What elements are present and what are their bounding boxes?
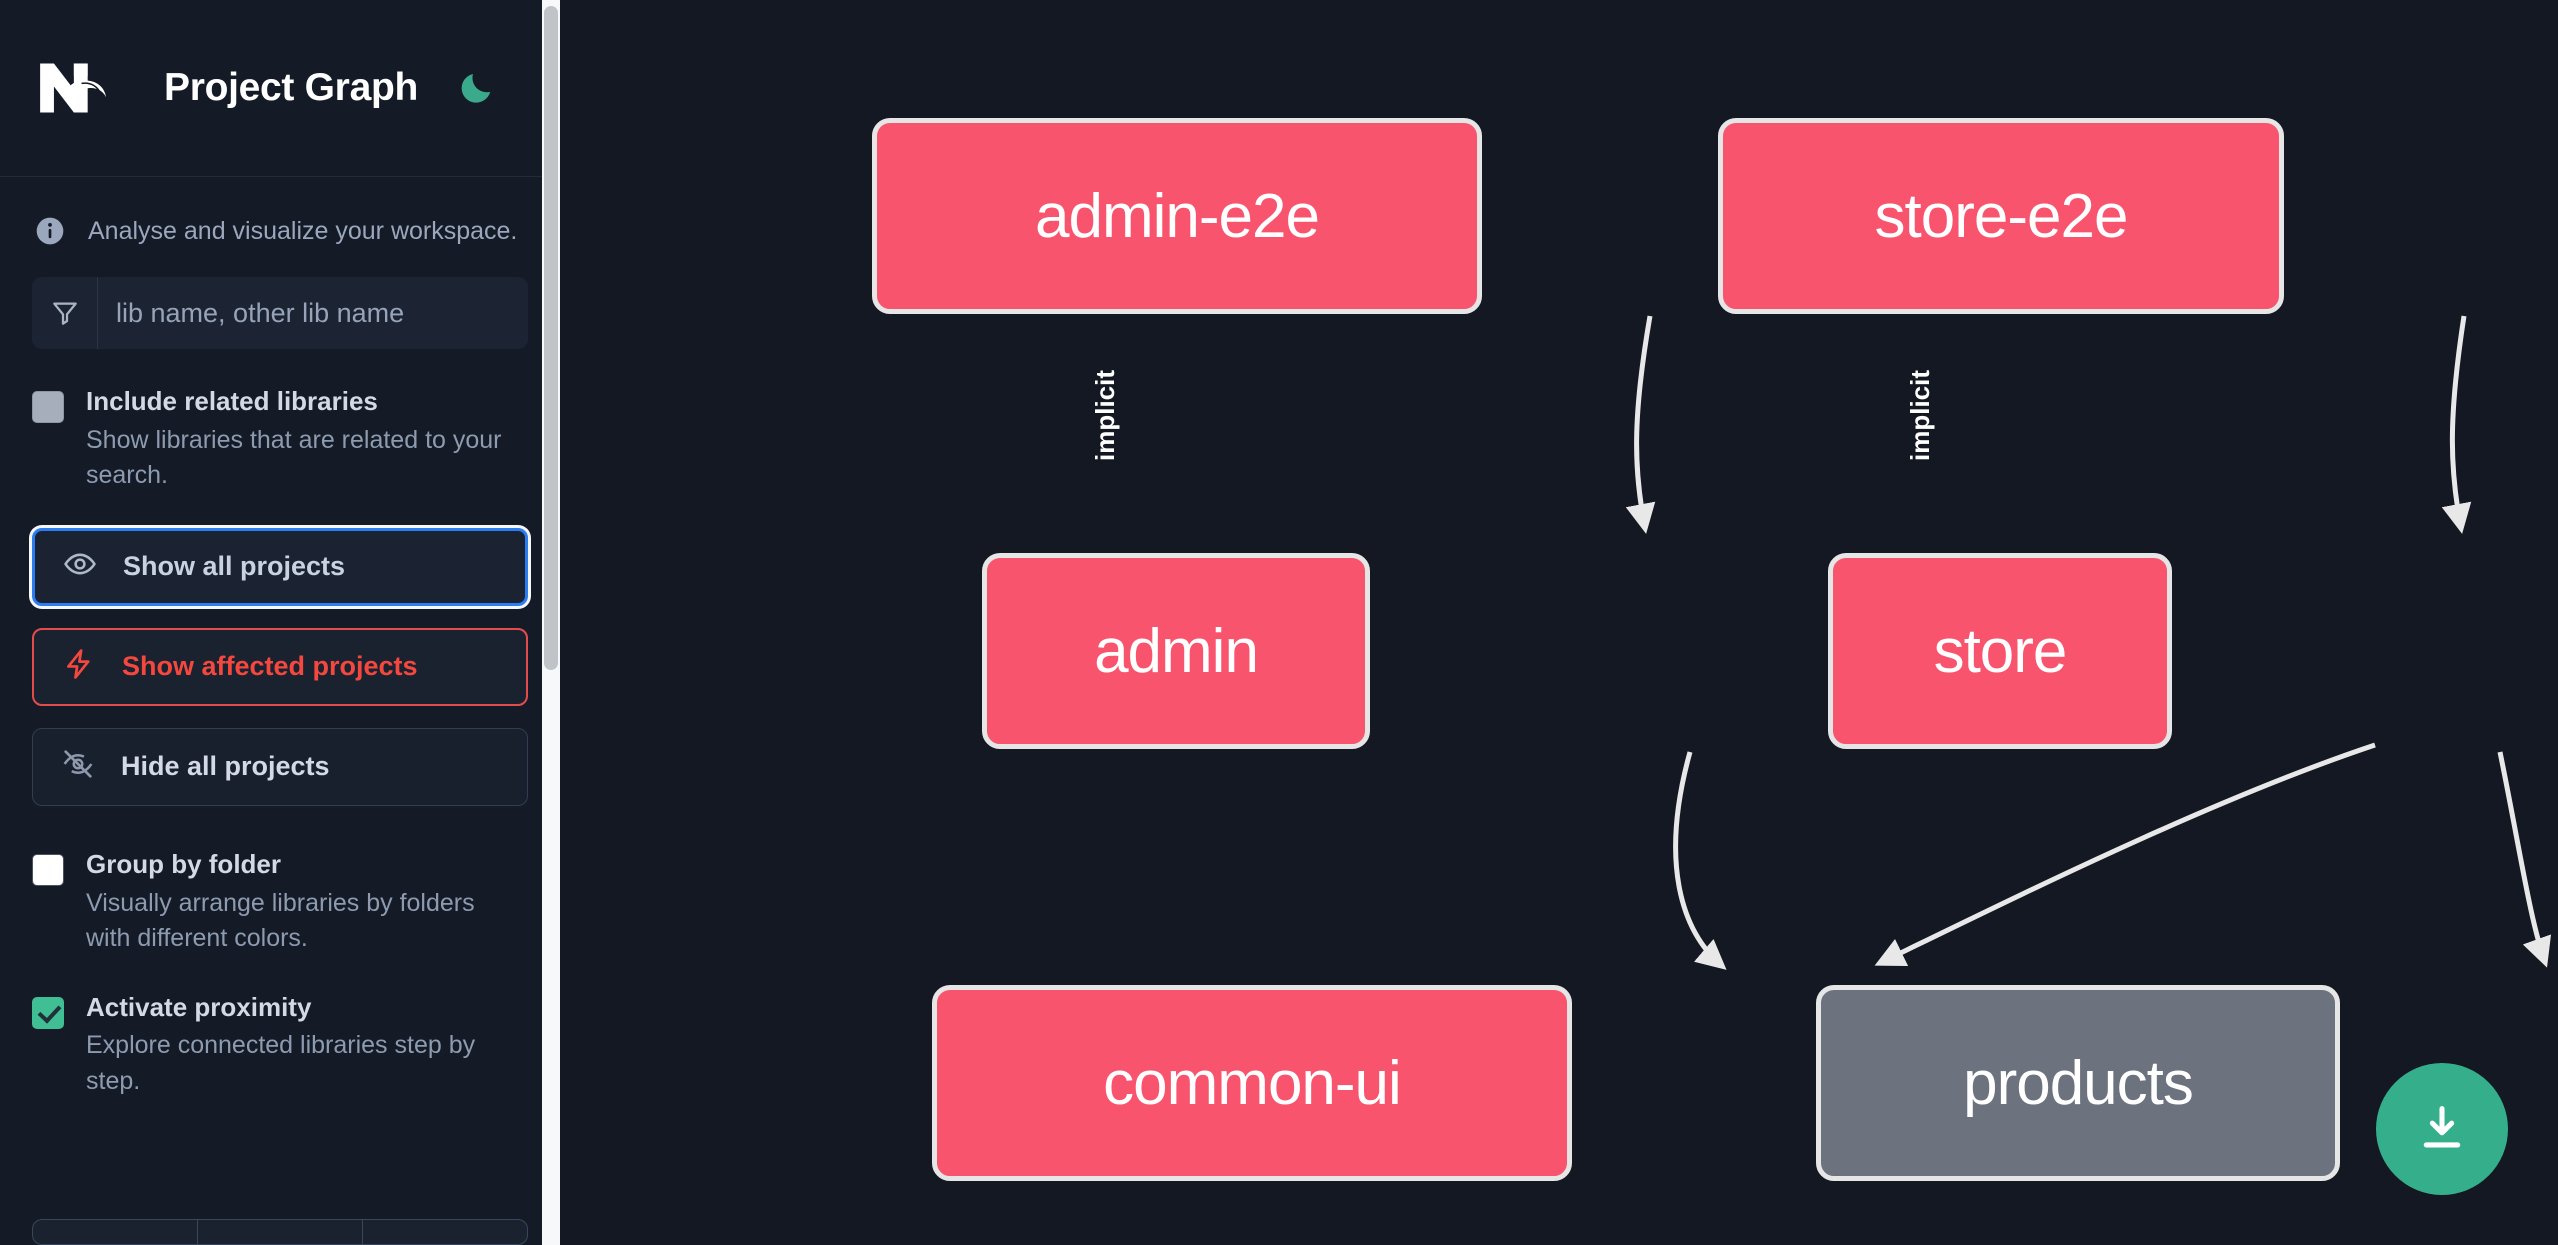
graph-node-products[interactable]: products [1816,985,2340,1181]
edge-store-to-common-ui [1874,742,2376,967]
filter-icon [32,277,98,349]
show-affected-projects-button[interactable]: Show affected projects [32,627,528,706]
nx-logo-icon [34,57,126,119]
bottom-group-segment-2[interactable] [197,1219,362,1245]
project-visibility-buttons: Show all projects Show affected projects [32,527,528,806]
hide-all-projects-button[interactable]: Hide all projects [32,727,528,806]
activate-proximity-description: Explore connected libraries step by step… [86,1031,476,1095]
show-all-projects-label: Show all projects [123,551,346,582]
search-input[interactable] [98,277,528,349]
group-by-folder-checkbox[interactable] [32,853,64,886]
page-title: Project Graph [164,66,418,109]
eye-off-icon [61,747,95,786]
graph-node-store[interactable]: store [1828,553,2172,749]
sidebar-subtitle: Analyse and visualize your workspace. [88,216,518,245]
sidebar-scrollbar-thumb[interactable] [544,6,558,670]
edge-label-admin-e2e->admin: implicit [1088,367,1123,463]
edge-admin-to-common-ui [1673,751,1727,970]
edge-admin-e2e-to-admin [1625,315,1656,534]
edge-store-to-products [2497,751,2552,968]
graph-node-label: admin [1094,616,1259,686]
graph-node-label: common-ui [1103,1048,1402,1118]
sidebar-subtitle-row: Analyse and visualize your workspace. [0,177,560,277]
bottom-group-segment-1[interactable] [32,1219,197,1245]
moon-icon[interactable] [454,66,498,110]
show-all-projects-button[interactable]: Show all projects [32,527,528,606]
info-icon [34,215,66,247]
include-related-libraries-label: Include related libraries [86,386,378,416]
sidebar-body: Include related libraries Show libraries… [0,277,560,1099]
activate-proximity-checkbox[interactable] [32,996,64,1029]
include-related-libraries-description: Show libraries that are related to your … [86,425,502,490]
sidebar-scrollbar[interactable] [542,0,560,1245]
bolt-icon [62,647,96,686]
graph-node-label: store [1933,616,2068,686]
option-include-related-libraries[interactable]: Include related libraries Show libraries… [32,385,528,494]
sidebar: Project Graph Analyse and visualize your… [0,0,560,1245]
graph-node-store-e2e[interactable]: store-e2e [1718,118,2284,314]
include-related-libraries-checkbox[interactable] [32,391,64,423]
eye-icon [63,547,97,586]
edge-store-e2e-to-store [2441,315,2472,534]
graph-node-label: products [1963,1048,2194,1118]
graph-canvas[interactable]: admin-e2e store-e2e admin store common-ui pro… [560,0,2558,1245]
download-icon [2413,1099,2471,1160]
option-activate-proximity[interactable]: Activate proximity Explore connected lib… [32,991,528,1100]
graph-node-admin[interactable]: admin [982,553,1370,749]
show-affected-projects-label: Show affected projects [122,651,418,682]
download-image-button[interactable] [2376,1063,2508,1195]
group-by-folder-label: Group by folder [86,848,281,879]
graph-node-admin-e2e[interactable]: admin-e2e [872,118,1482,314]
graph-node-label: admin-e2e [1035,181,1320,251]
graph-node-common-ui[interactable]: common-ui [932,985,1572,1181]
graph-node-label: store-e2e [1874,181,2129,251]
bottom-button-group[interactable] [32,1219,528,1245]
search-field-wrapper [32,277,528,349]
sidebar-header: Project Graph [0,0,560,177]
bottom-group-segment-3[interactable] [362,1219,528,1245]
edge-label-store-e2e->store: implicit [1903,367,1938,463]
option-group-by-folder[interactable]: Group by folder Visually arrange librari… [32,848,528,957]
activate-proximity-label: Activate proximity [86,991,312,1022]
hide-all-projects-label: Hide all projects [121,751,330,782]
group-by-folder-description: Visually arrange libraries by folders wi… [86,888,475,953]
